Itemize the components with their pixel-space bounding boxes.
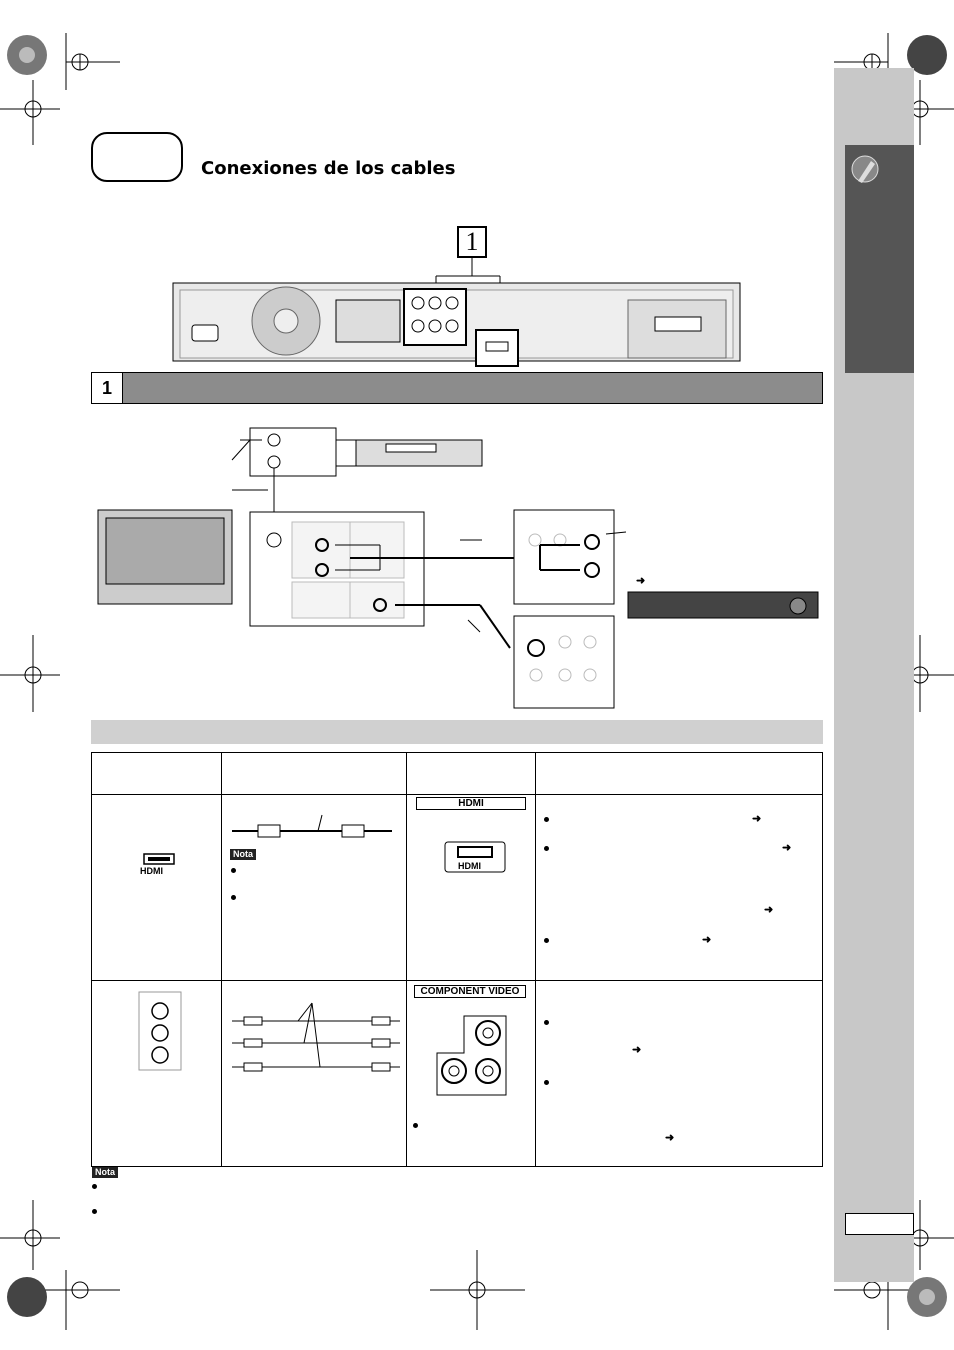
component-video-tag: COMPONENT VIDEO: [414, 985, 526, 998]
bullet: [544, 817, 549, 822]
registration-mark-icon: [40, 1270, 120, 1330]
arrow-right-icon: ➜: [665, 1132, 675, 1144]
bullet: [92, 1184, 97, 1189]
callout-number: 1: [457, 226, 487, 258]
svg-text:HDMI: HDMI: [458, 861, 481, 871]
arrow-right-icon: ➜: [632, 1044, 642, 1056]
table-title-band: [91, 720, 823, 744]
bullet: [92, 1209, 97, 1214]
registration-mark-icon: [0, 80, 60, 145]
color-wheel-icon: [907, 35, 947, 75]
arrow-right-icon: ➜: [764, 904, 774, 916]
component-port-icon: [436, 1015, 507, 1096]
footer-note-badge: Nota: [92, 1167, 118, 1178]
arrow-right-icon: ➜: [636, 575, 646, 587]
color-wheel-icon: [7, 35, 47, 75]
hdmi-port-icon: HDMI: [444, 841, 506, 873]
color-wheel-icon: [907, 1277, 947, 1317]
side-tab-active: [845, 145, 914, 373]
color-wheel-icon: [7, 1277, 47, 1317]
connection-table: HDMI Nota HDMI HDMI ➜ ➜ ➜ ➜: [91, 752, 823, 1167]
registration-mark-icon: [0, 1200, 60, 1270]
component-jacks-icon: [138, 991, 182, 1071]
page-title: Conexiones de los cables: [201, 158, 456, 179]
bullet: [413, 1123, 418, 1128]
arrow-right-icon: ➜: [782, 842, 792, 854]
bullet: [544, 1080, 549, 1085]
section-header-bar: [91, 372, 823, 404]
registration-mark-icon: [430, 1250, 525, 1330]
hdmi-logo-icon: HDMI: [140, 853, 175, 876]
hdmi-tag: HDMI: [416, 797, 526, 810]
note-badge: Nota: [230, 849, 256, 860]
registration-mark-icon: [65, 33, 120, 90]
bullet: [544, 938, 549, 943]
step-badge: [91, 132, 183, 182]
cable-plug-icon: [851, 155, 879, 183]
registration-mark-icon: [0, 635, 60, 712]
bullet: [231, 868, 236, 873]
registration-mark-icon: [834, 33, 889, 90]
arrow-right-icon: ➜: [702, 934, 712, 946]
svg-text:HDMI: HDMI: [140, 866, 163, 876]
bullet: [544, 846, 549, 851]
component-cable-icon: [232, 1002, 400, 1072]
hdmi-cable-icon: [232, 814, 392, 838]
section-number: 1: [91, 372, 123, 404]
bullet: [544, 1020, 549, 1025]
page-number-box: [845, 1213, 914, 1235]
arrow-right-icon: ➜: [752, 813, 762, 825]
bullet: [231, 895, 236, 900]
